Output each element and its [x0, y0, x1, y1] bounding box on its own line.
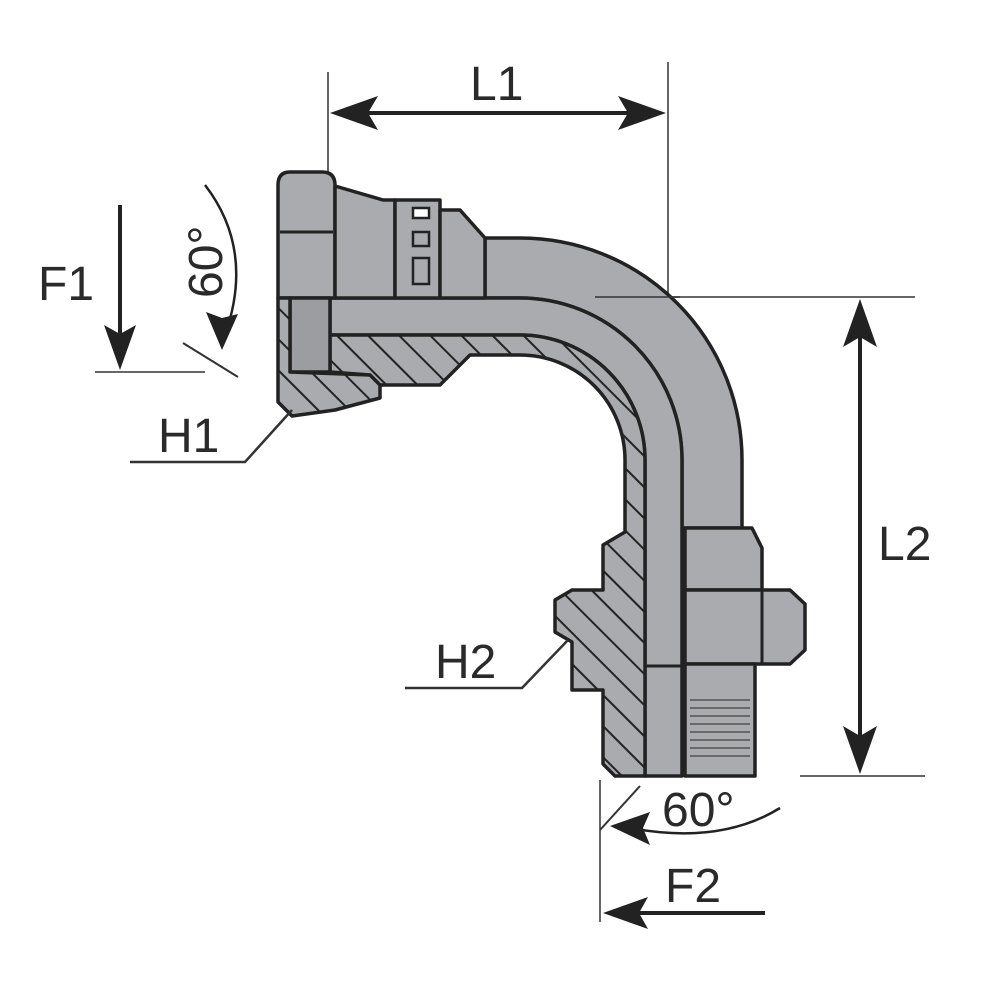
section-wall — [328, 333, 647, 778]
extension-lines — [95, 62, 925, 922]
dimension-f1: F1 — [38, 205, 136, 370]
lock-nut — [683, 588, 807, 666]
sleeve — [333, 184, 397, 300]
dimension-l2: L2 — [843, 299, 931, 774]
callout-h2: H2 — [405, 636, 569, 690]
swivel-nut — [276, 170, 337, 300]
dimension-l1: L1 — [330, 58, 666, 130]
label-f1: F1 — [38, 258, 94, 311]
label-f2: F2 — [665, 860, 721, 913]
angle-bottom: 60° — [599, 784, 781, 845]
angle-top: 60° — [180, 184, 239, 378]
nut-section — [276, 296, 382, 418]
label-angle-bottom: 60° — [662, 784, 735, 837]
stud-thread — [683, 662, 757, 778]
stud-collar — [683, 526, 764, 592]
body-step — [438, 208, 487, 300]
elbow-fitting — [276, 170, 807, 778]
label-l1: L1 — [470, 58, 523, 111]
callout-h1: H1 — [130, 409, 293, 464]
label-h2: H2 — [435, 636, 496, 689]
label-h1: H1 — [158, 410, 219, 463]
label-angle-top: 60° — [180, 225, 233, 298]
dimension-f2: F2 — [603, 860, 765, 929]
label-l2: L2 — [878, 518, 931, 571]
